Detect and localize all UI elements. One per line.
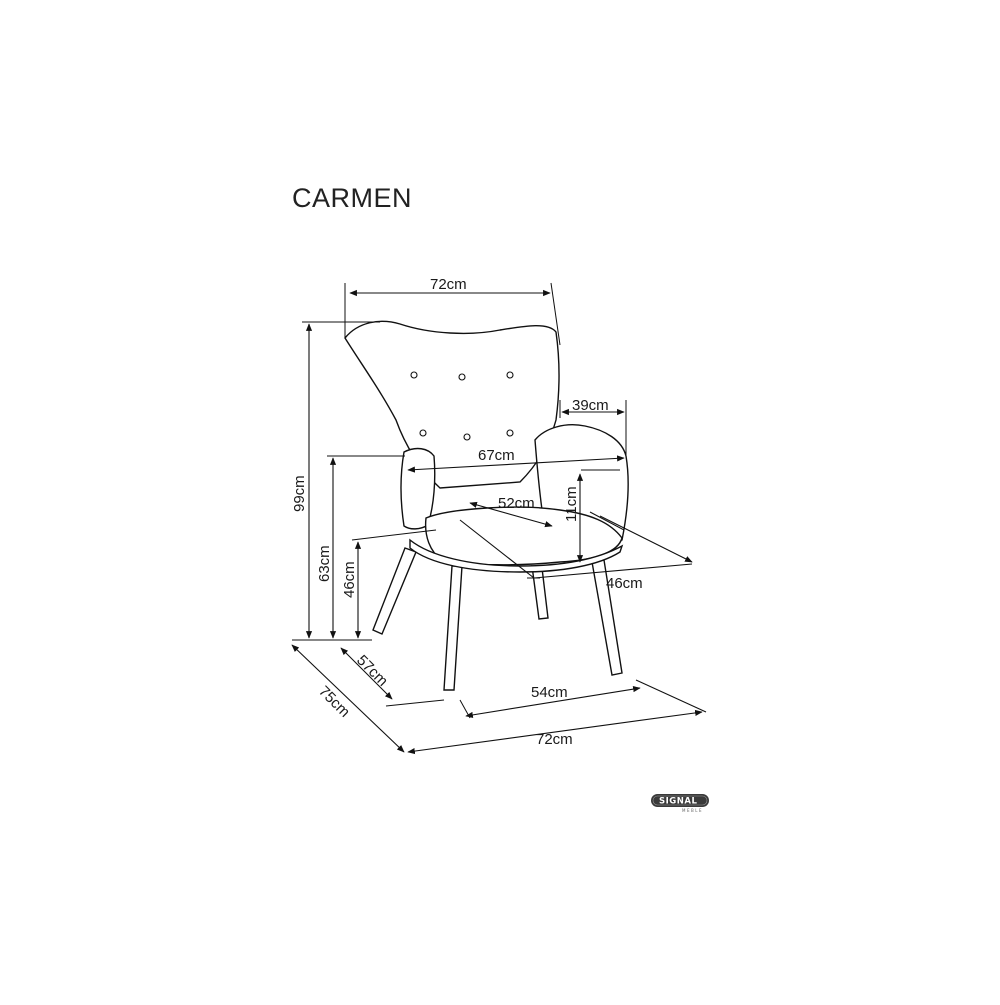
label-seat-height: 46cm	[341, 561, 358, 598]
dim-line-total-width-bottom	[407, 709, 703, 755]
label-armrest-height: 11cm	[563, 486, 580, 522]
dimension-lines	[291, 289, 703, 755]
logo-subtext: MEBLE	[682, 808, 703, 813]
button-tuft	[419, 429, 427, 437]
logo-text: SIGNAL	[659, 797, 697, 807]
button-tuft	[506, 429, 514, 437]
label-seat-width: 52cm	[498, 495, 535, 512]
label-legs-depth: 57cm	[353, 652, 391, 690]
dim-line-inner-width	[407, 455, 625, 473]
label-total-width-top: 72cm	[430, 276, 467, 293]
label-total-width-bottom: 72cm	[536, 731, 573, 748]
label-total-depth: 75cm	[315, 683, 353, 721]
label-seat-depth: 46cm	[606, 575, 643, 592]
label-armrest-floor-height: 63cm	[316, 545, 333, 582]
chair-leg-back-right	[531, 565, 549, 620]
dim-line-seat-width	[469, 501, 553, 528]
button-tuft	[458, 373, 466, 381]
label-inner-width: 67cm	[478, 447, 515, 464]
label-legs-width: 54cm	[531, 684, 568, 701]
signal-logo: SIGNAL MEBLE	[651, 794, 709, 813]
dim-line-total-depth	[291, 644, 405, 753]
chair-base	[409, 538, 624, 573]
label-total-height: 99cm	[291, 475, 308, 512]
dim-line-seat-depth	[599, 515, 693, 563]
button-tuft	[463, 433, 471, 441]
chair-leg-front-left	[372, 547, 417, 635]
chair-illustration	[344, 320, 629, 691]
tufting-buttons	[410, 371, 514, 441]
product-title: CARMEN	[292, 183, 413, 213]
chair-backrest	[344, 320, 560, 489]
label-armrest-depth: 39cm	[572, 397, 609, 414]
button-tuft	[410, 371, 418, 379]
button-tuft	[506, 371, 514, 379]
chair-leg-back-left	[443, 565, 463, 691]
